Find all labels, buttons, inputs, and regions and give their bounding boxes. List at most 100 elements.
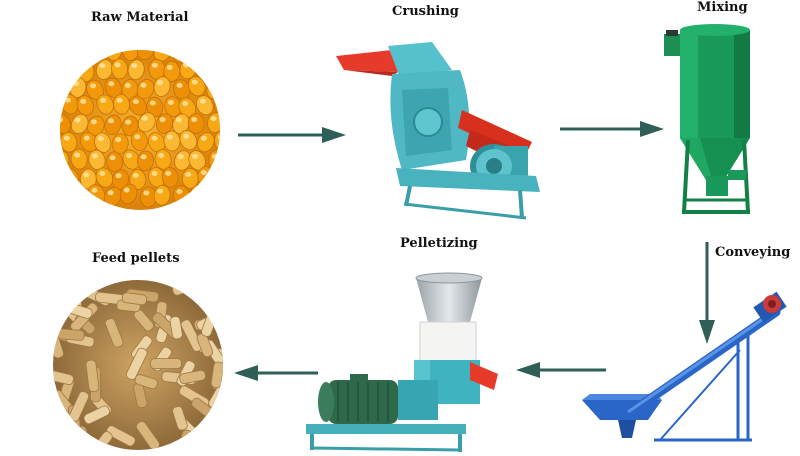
- corn-kernel: [105, 50, 123, 61]
- corn-kernel-highlight: [134, 134, 141, 140]
- corn-kernel-highlight: [191, 50, 198, 53]
- corn-kernel-highlight: [65, 171, 72, 177]
- corn-kernel-highlight: [157, 188, 164, 194]
- corn-kernel-highlight: [199, 98, 206, 104]
- corn-kernel-highlight: [74, 117, 81, 123]
- corn-kernel-highlight: [109, 155, 116, 161]
- step-label-raw-material: Raw Material: [91, 10, 189, 25]
- feed-pellet: [172, 405, 188, 431]
- corn-kernel-highlight: [107, 118, 114, 124]
- corn-kernel-highlight: [131, 63, 138, 69]
- feed-pellet: [150, 358, 182, 370]
- corn-kernel-highlight: [200, 135, 207, 141]
- corn-kernel-highlight: [116, 97, 123, 103]
- corn-kernel-highlight: [60, 190, 64, 196]
- corn-kernel-highlight: [126, 44, 132, 49]
- step-label-feed-pellets: Feed pellets: [92, 251, 180, 266]
- corn-kernel: [216, 61, 220, 82]
- corn-kernel-highlight: [126, 153, 133, 159]
- feed-pellet: [202, 415, 214, 449]
- corn-kernel-highlight: [165, 170, 172, 176]
- corn-kernel-highlight: [115, 137, 122, 143]
- corn-kernel-highlight: [91, 50, 98, 51]
- corn-kernel-highlight: [191, 116, 198, 122]
- feed-pellet: [83, 405, 110, 425]
- corn-kernel-highlight: [191, 79, 198, 85]
- corn-kernel-highlight: [125, 119, 132, 125]
- arrow-raw-to-crushing: [238, 127, 346, 143]
- corn-kernel-highlight: [158, 152, 165, 158]
- corn-kernel: [60, 59, 79, 80]
- corn-kernel-highlight: [166, 64, 173, 70]
- feed-pellet: [53, 334, 64, 359]
- corn-kernel-highlight: [73, 50, 80, 51]
- crusher-machine: [336, 42, 540, 220]
- corn-kernel: [204, 184, 220, 206]
- corn-kernel-highlight: [176, 82, 183, 88]
- corn-kernel-highlight: [151, 170, 158, 176]
- corn-kernel-highlight: [108, 81, 115, 87]
- feed-pellet: [183, 442, 208, 450]
- corn-kernel: [197, 166, 215, 188]
- feed-pellet: [213, 280, 223, 299]
- corn-kernel-highlight: [183, 62, 190, 68]
- corn-kernel-highlight: [211, 153, 218, 159]
- feed-pellet: [121, 292, 148, 306]
- arrow-mixing-to-conveying: [699, 242, 715, 344]
- corn-kernel: [213, 167, 220, 189]
- corn-kernel-highlight: [219, 64, 220, 70]
- corn-kernel-highlight: [141, 44, 147, 49]
- corn-kernel-highlight: [200, 64, 207, 70]
- corn-kernel-highlight: [90, 83, 97, 89]
- corn-kernel: [188, 50, 206, 65]
- feed-pellet: [180, 319, 203, 352]
- corn-kernel-highlight: [192, 153, 199, 159]
- corn-kernel-highlight: [151, 135, 158, 141]
- corn-kernel-highlight: [182, 101, 189, 107]
- corn-kernel-highlight: [210, 45, 216, 50]
- corn-kernel: [187, 113, 205, 134]
- feed-pellet: [104, 318, 124, 348]
- step-label-mixing: Mixing: [697, 0, 748, 15]
- step-label-crushing: Crushing: [392, 4, 459, 19]
- feed-pellets-image: [53, 280, 223, 450]
- corn-kernel-highlight: [100, 98, 107, 104]
- corn-kernel-highlight: [183, 133, 190, 139]
- feed-pellet: [169, 316, 183, 340]
- arrow-pelletizing-to-feed-pellets: [234, 365, 318, 381]
- screw-conveyor-machine: [582, 291, 787, 442]
- corn-kernel-highlight: [114, 62, 121, 68]
- corn-kernel-highlight: [216, 171, 220, 177]
- corn-kernel-highlight: [99, 171, 106, 177]
- corn-kernel-highlight: [97, 136, 104, 142]
- feed-pellet: [106, 425, 136, 447]
- feed-pellet: [172, 280, 202, 296]
- feed-pellet: [196, 332, 214, 358]
- corn-kernel-highlight: [210, 116, 217, 122]
- corn-kernel-highlight: [115, 173, 122, 179]
- corn-kernel-highlight: [60, 117, 64, 123]
- corn-kernel-highlight: [60, 154, 62, 160]
- feed-pellet: [134, 374, 158, 390]
- feed-pellet: [179, 369, 206, 384]
- corn-kernel-highlight: [132, 172, 139, 178]
- corn-kernel-highlight: [217, 134, 220, 140]
- corn-kernels-image: [60, 44, 220, 210]
- feed-pellet: [85, 359, 100, 392]
- corn-kernel-highlight: [185, 171, 192, 177]
- corn-kernel-highlight: [83, 172, 90, 178]
- corn-kernel: [68, 185, 86, 207]
- feed-pellet: [125, 347, 148, 380]
- corn-kernel-highlight: [167, 100, 174, 106]
- step-label-pelletizing: Pelletizing: [400, 236, 478, 251]
- corn-kernel-highlight: [176, 117, 183, 123]
- corn-kernel-highlight: [72, 81, 79, 87]
- corn-kernel-highlight: [176, 188, 183, 194]
- corn-kernel-highlight: [149, 100, 156, 106]
- corn-kernel-highlight: [72, 189, 79, 195]
- corn-kernel-highlight: [177, 153, 184, 159]
- corn-kernel-highlight: [107, 190, 114, 196]
- corn-kernel-highlight: [91, 153, 98, 159]
- corn-kernel: [60, 186, 71, 208]
